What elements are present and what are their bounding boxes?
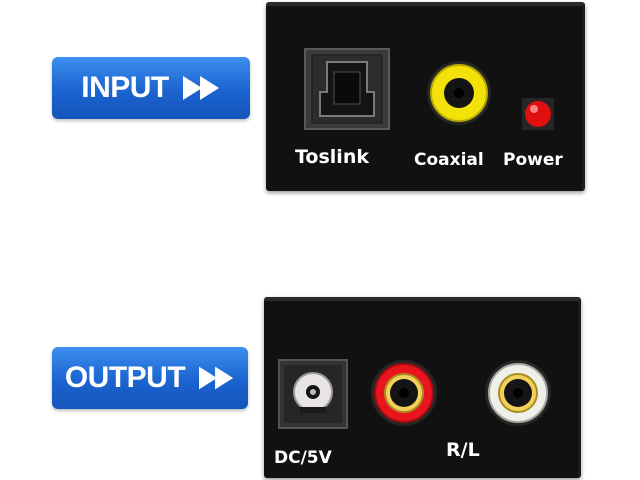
rl-label: R/L: [446, 439, 480, 461]
coaxial-label: Coaxial: [414, 150, 484, 170]
rca-left-white-port: [484, 359, 552, 432]
input-button[interactable]: INPUT: [52, 57, 250, 119]
fast-forward-icon: [199, 366, 235, 390]
input-panel: Toslink Coaxial Power: [266, 2, 585, 191]
toslink-label: Toslink: [295, 146, 369, 168]
output-panel: DC/5V R/L: [264, 297, 581, 478]
dc-power-jack: [278, 359, 348, 434]
fast-forward-icon: [182, 76, 221, 100]
output-label: OUTPUT: [64, 361, 186, 394]
power-label: Power: [503, 150, 563, 170]
dc-label: DC/5V: [274, 448, 332, 468]
input-label: INPUT: [81, 71, 169, 104]
power-led: [522, 98, 554, 135]
toslink-port: [304, 48, 390, 135]
coaxial-port: [426, 60, 492, 131]
output-button[interactable]: OUTPUT: [52, 347, 248, 409]
rca-right-red-port: [370, 359, 438, 432]
